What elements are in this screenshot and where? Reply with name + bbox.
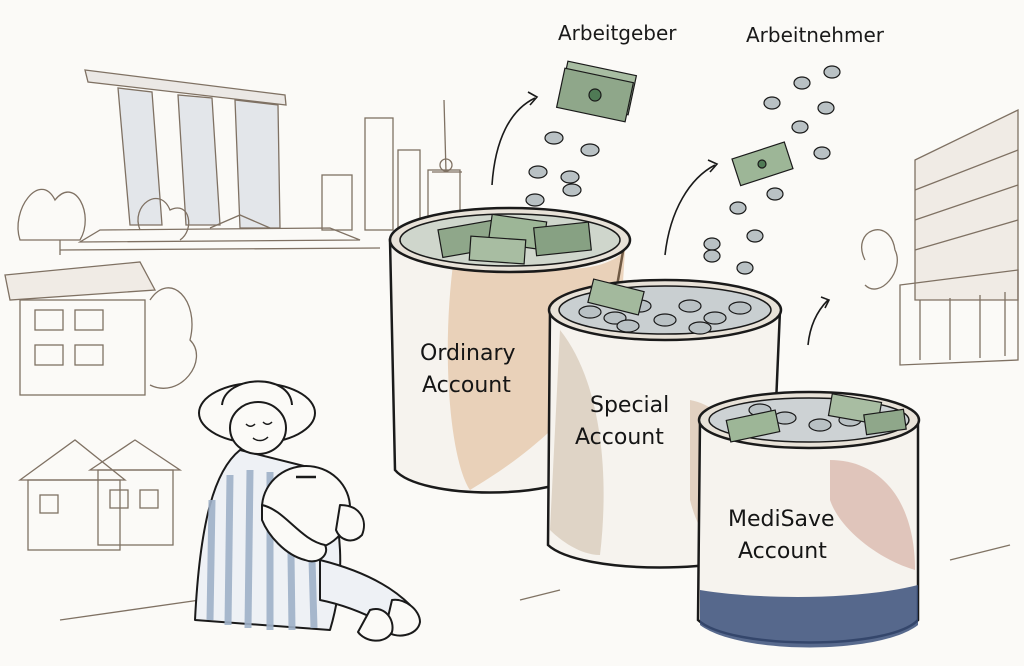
coins-banknotes-medisave — [725, 393, 907, 443]
svg-text:MediSave: MediSave — [728, 507, 835, 532]
arrow-to-employee — [664, 164, 716, 256]
houses-bottom-sketch — [18, 439, 183, 551]
special-account-line1: Special — [590, 393, 669, 418]
banknote-bundle-employer — [555, 60, 638, 123]
svg-text:Ordinary: Ordinary — [420, 341, 516, 366]
arrow-to-employer — [491, 97, 536, 186]
medisave-account-line1: MediSave — [728, 507, 835, 532]
face — [229, 401, 287, 455]
ordinary-account-line1: Ordinary — [420, 341, 516, 366]
marina-towers-sketch — [59, 69, 381, 251]
svg-text:Account: Account — [422, 373, 511, 398]
building-right-sketch — [861, 108, 1019, 366]
arrow-medisave-up — [807, 299, 829, 346]
employee-label: Arbeitnehmer — [746, 23, 885, 47]
ordinary-account-line2: Account — [422, 373, 511, 398]
background-skyline — [4, 69, 1019, 621]
city-towers-sketch — [321, 99, 462, 231]
banknotes-ordinary — [437, 213, 592, 265]
trees-sketch — [17, 188, 190, 255]
house-left-sketch — [4, 261, 197, 396]
medisave-account-pot: MediSave Account — [696, 390, 921, 648]
svg-text:Special: Special — [590, 393, 669, 418]
medisave-account-line2: Account — [738, 539, 827, 564]
flow-arrows — [491, 91, 831, 346]
special-account-line2: Account — [575, 425, 664, 450]
svg-text:Account: Account — [738, 539, 827, 564]
coins-falling — [525, 65, 841, 275]
svg-text:Account: Account — [575, 425, 664, 450]
falling-money — [525, 60, 841, 275]
employer-label: Arbeitgeber — [558, 21, 677, 45]
banknote-employee — [731, 141, 794, 187]
person-with-piggybank — [194, 380, 421, 642]
